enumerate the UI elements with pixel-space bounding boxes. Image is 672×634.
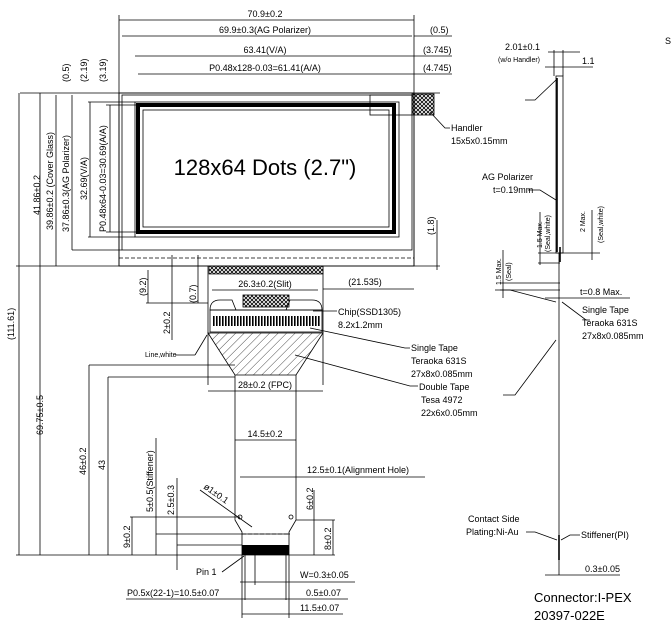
fpc: 26.3±0.2(Slit) (21.535) 28±0.2 (FPC) Lin… — [126, 265, 425, 618]
double-tape-model: Tesa 4972 — [421, 395, 463, 405]
dim-cover-glass: 39.86±0.2 (Cover Glass) — [45, 132, 55, 230]
dim-pitch: P0.5x(22-1)=10.5±0.07 — [127, 588, 219, 598]
dim-thickness: 2.01±0.1 — [505, 42, 540, 52]
dim-25: 2.5±0.3 — [166, 485, 176, 515]
side-single-tape-model: Teraoka 631S — [582, 318, 638, 328]
dim-neck: 14.5±0.2 — [248, 429, 283, 439]
dim-0-7: (0.7) — [188, 284, 198, 303]
dim-v1: (0.5) — [61, 63, 71, 82]
dim-aa-width: P0.48x128-0.03=61.41(A/A) — [209, 63, 321, 73]
dim-hole-diameter: ø1±0.1 — [202, 481, 231, 505]
chip-size: 8.2x1.2mm — [338, 320, 383, 330]
dim-thickness-note: (w/o Handler) — [498, 57, 540, 64]
dim-edge: 0.5±0.07 — [306, 588, 341, 598]
seal-white-2: 2 Max. — [580, 211, 587, 232]
dim-2: 2±0.2 — [162, 312, 172, 334]
dim-v3: (3.19) — [98, 58, 108, 82]
dim-8: 8±0.2 — [323, 528, 333, 550]
line-white-label: Line,white — [145, 352, 177, 359]
dim-1-1: 1.1 — [582, 56, 595, 66]
dim-46: 46±0.2 — [78, 448, 88, 475]
active-area — [136, 103, 396, 234]
display-title: 128x64 Dots (2.7") — [174, 155, 357, 180]
chip — [242, 294, 290, 308]
dim-43: 43 — [97, 460, 107, 470]
seal-white-15: 1.5 Max. — [537, 221, 544, 248]
chip-label: Chip(SSD1305) — [338, 307, 401, 317]
dim-trace-width: W=0.3±0.05 — [300, 570, 349, 580]
side-single-tape-size: 27x8x0.085mm — [582, 331, 644, 341]
handler-label: Handler — [451, 123, 483, 133]
dim-1-8: (1.8) — [426, 216, 436, 235]
dim-aa-height: P0.48x64-0.03=30.69(A/A) — [98, 125, 108, 232]
handler-size: 15x5x0.15mm — [451, 136, 508, 146]
dim-0-3: 0.3±0.05 — [585, 564, 620, 574]
dim-to-tail: 69.75±0.5 — [35, 395, 45, 435]
single-tape-label: Single Tape — [411, 343, 458, 353]
dim-t-0-8: t=0.8 Max. — [580, 287, 622, 297]
seal-white-2-note: (Seal,white) — [598, 206, 605, 243]
seal-white-15-note: (Seal,white) — [545, 215, 552, 252]
dim-overall-width: 70.9±0.2 — [248, 9, 283, 19]
single-tape-model: Teraoka 631S — [411, 356, 467, 366]
dim-9-2: (9.2) — [138, 277, 148, 296]
dim-r3: (4.745) — [423, 63, 452, 73]
seal-15: 1.5 Max. — [496, 258, 503, 285]
cut-off-letter: S — [665, 36, 671, 46]
dim-va-width: 63.41(V/A) — [243, 45, 286, 55]
stiffener-label: Stiffener(PI) — [581, 530, 629, 540]
dim-9: 9±0.2 — [122, 526, 132, 548]
dim-polarizer-width: 69.9±0.3(AG Polarizer) — [219, 25, 311, 35]
dim-overall-height: 41.86±0.2 — [32, 175, 42, 215]
double-tape-area — [207, 332, 324, 376]
dim-6: 6±0.2 — [305, 488, 315, 510]
contact-plating: Plating:Ni-Au — [466, 527, 519, 537]
double-tape-label: Double Tape — [419, 382, 469, 392]
dim-polarizer-height: 37.86±0.3(AG Polarizer) — [61, 135, 71, 232]
seal-15-note: (Seal) — [506, 262, 513, 281]
dim-alignment-hole: 12.5±0.1(Alignment Hole) — [307, 465, 409, 475]
fpc-contacts — [242, 545, 289, 555]
connector-part: 20397-022E — [534, 608, 605, 623]
dim-21-535: (21.535) — [348, 277, 382, 287]
dim-slit: 26.3±0.2(Slit) — [238, 279, 291, 289]
dim-tail-width: 11.5±0.07 — [300, 603, 339, 613]
dim-stiffener: 5±0.5(Stiffener) — [145, 450, 155, 512]
dim-fpc-width: 28±0.2 (FPC) — [238, 380, 292, 390]
dim-total-height: (111.61) — [6, 308, 16, 340]
double-tape-size: 22x6x0.05mm — [421, 408, 478, 418]
callouts: Handler 15x5x0.15mm Chip(SSD1305) 8.2x1.… — [294, 111, 508, 418]
polarizer-thickness: t=0.19mm — [493, 185, 533, 195]
connector-label: Connector:I-PEX — [534, 590, 632, 605]
polarizer-label: AG Polarizer — [482, 172, 533, 182]
dim-v2: (2.19) — [79, 58, 89, 82]
side-single-tape-label: Single Tape — [582, 305, 629, 315]
contact-side-label: Contact Side — [468, 514, 520, 524]
alignment-hole-right — [288, 514, 294, 520]
single-tape-size: 27x8x0.085mm — [411, 369, 473, 379]
pin1-label: Pin 1 — [196, 567, 217, 577]
dim-r1: (0.5) — [430, 25, 449, 35]
fpc-traces — [212, 316, 320, 326]
side-view: 2.01±0.1 (w/o Handler) 1.1 AG Polarizer … — [466, 36, 671, 623]
dim-r2: (3.745) — [423, 45, 452, 55]
dim-va-height: 32.69(V/A) — [79, 157, 89, 200]
handler-tab — [411, 93, 435, 116]
